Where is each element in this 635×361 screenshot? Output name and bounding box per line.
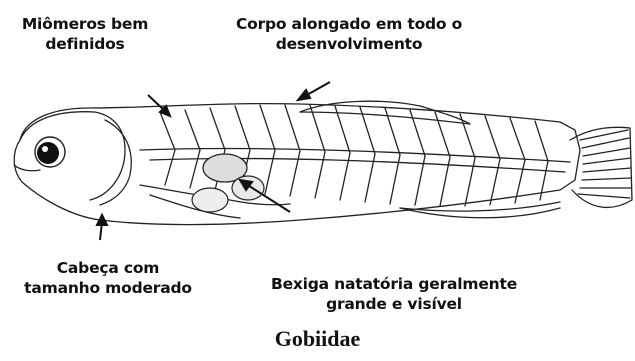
eye [35,137,65,167]
label-miomeros-line-1: Miômeros bem [10,14,160,34]
notochord [140,149,570,163]
label-corpo: Corpo alongado em todo o desenvolvimento [218,14,480,54]
ventral-finfold [400,202,560,211]
figure-caption: Gobiidae [0,326,635,352]
label-cabeca: Cabeça com tamanho moderado [8,258,208,298]
label-bexiga-line-1: Bexiga natatória geralmente [258,274,530,294]
label-corpo-line-1: Corpo alongado em todo o [218,14,480,34]
label-miomeros-line-2: definidos [10,34,160,54]
label-cabeca-line-2: tamanho moderado [8,278,208,298]
label-bexiga-line-2: grande e visível [258,294,530,314]
mouth [14,165,40,171]
label-bexiga: Bexiga natatória geralmente grande e vis… [258,274,530,314]
opercle [100,120,131,205]
label-miomeros: Miômeros bem definidos [10,14,160,54]
label-cabeca-line-1: Cabeça com [8,258,208,278]
label-corpo-line-2: desenvolvimento [218,34,480,54]
